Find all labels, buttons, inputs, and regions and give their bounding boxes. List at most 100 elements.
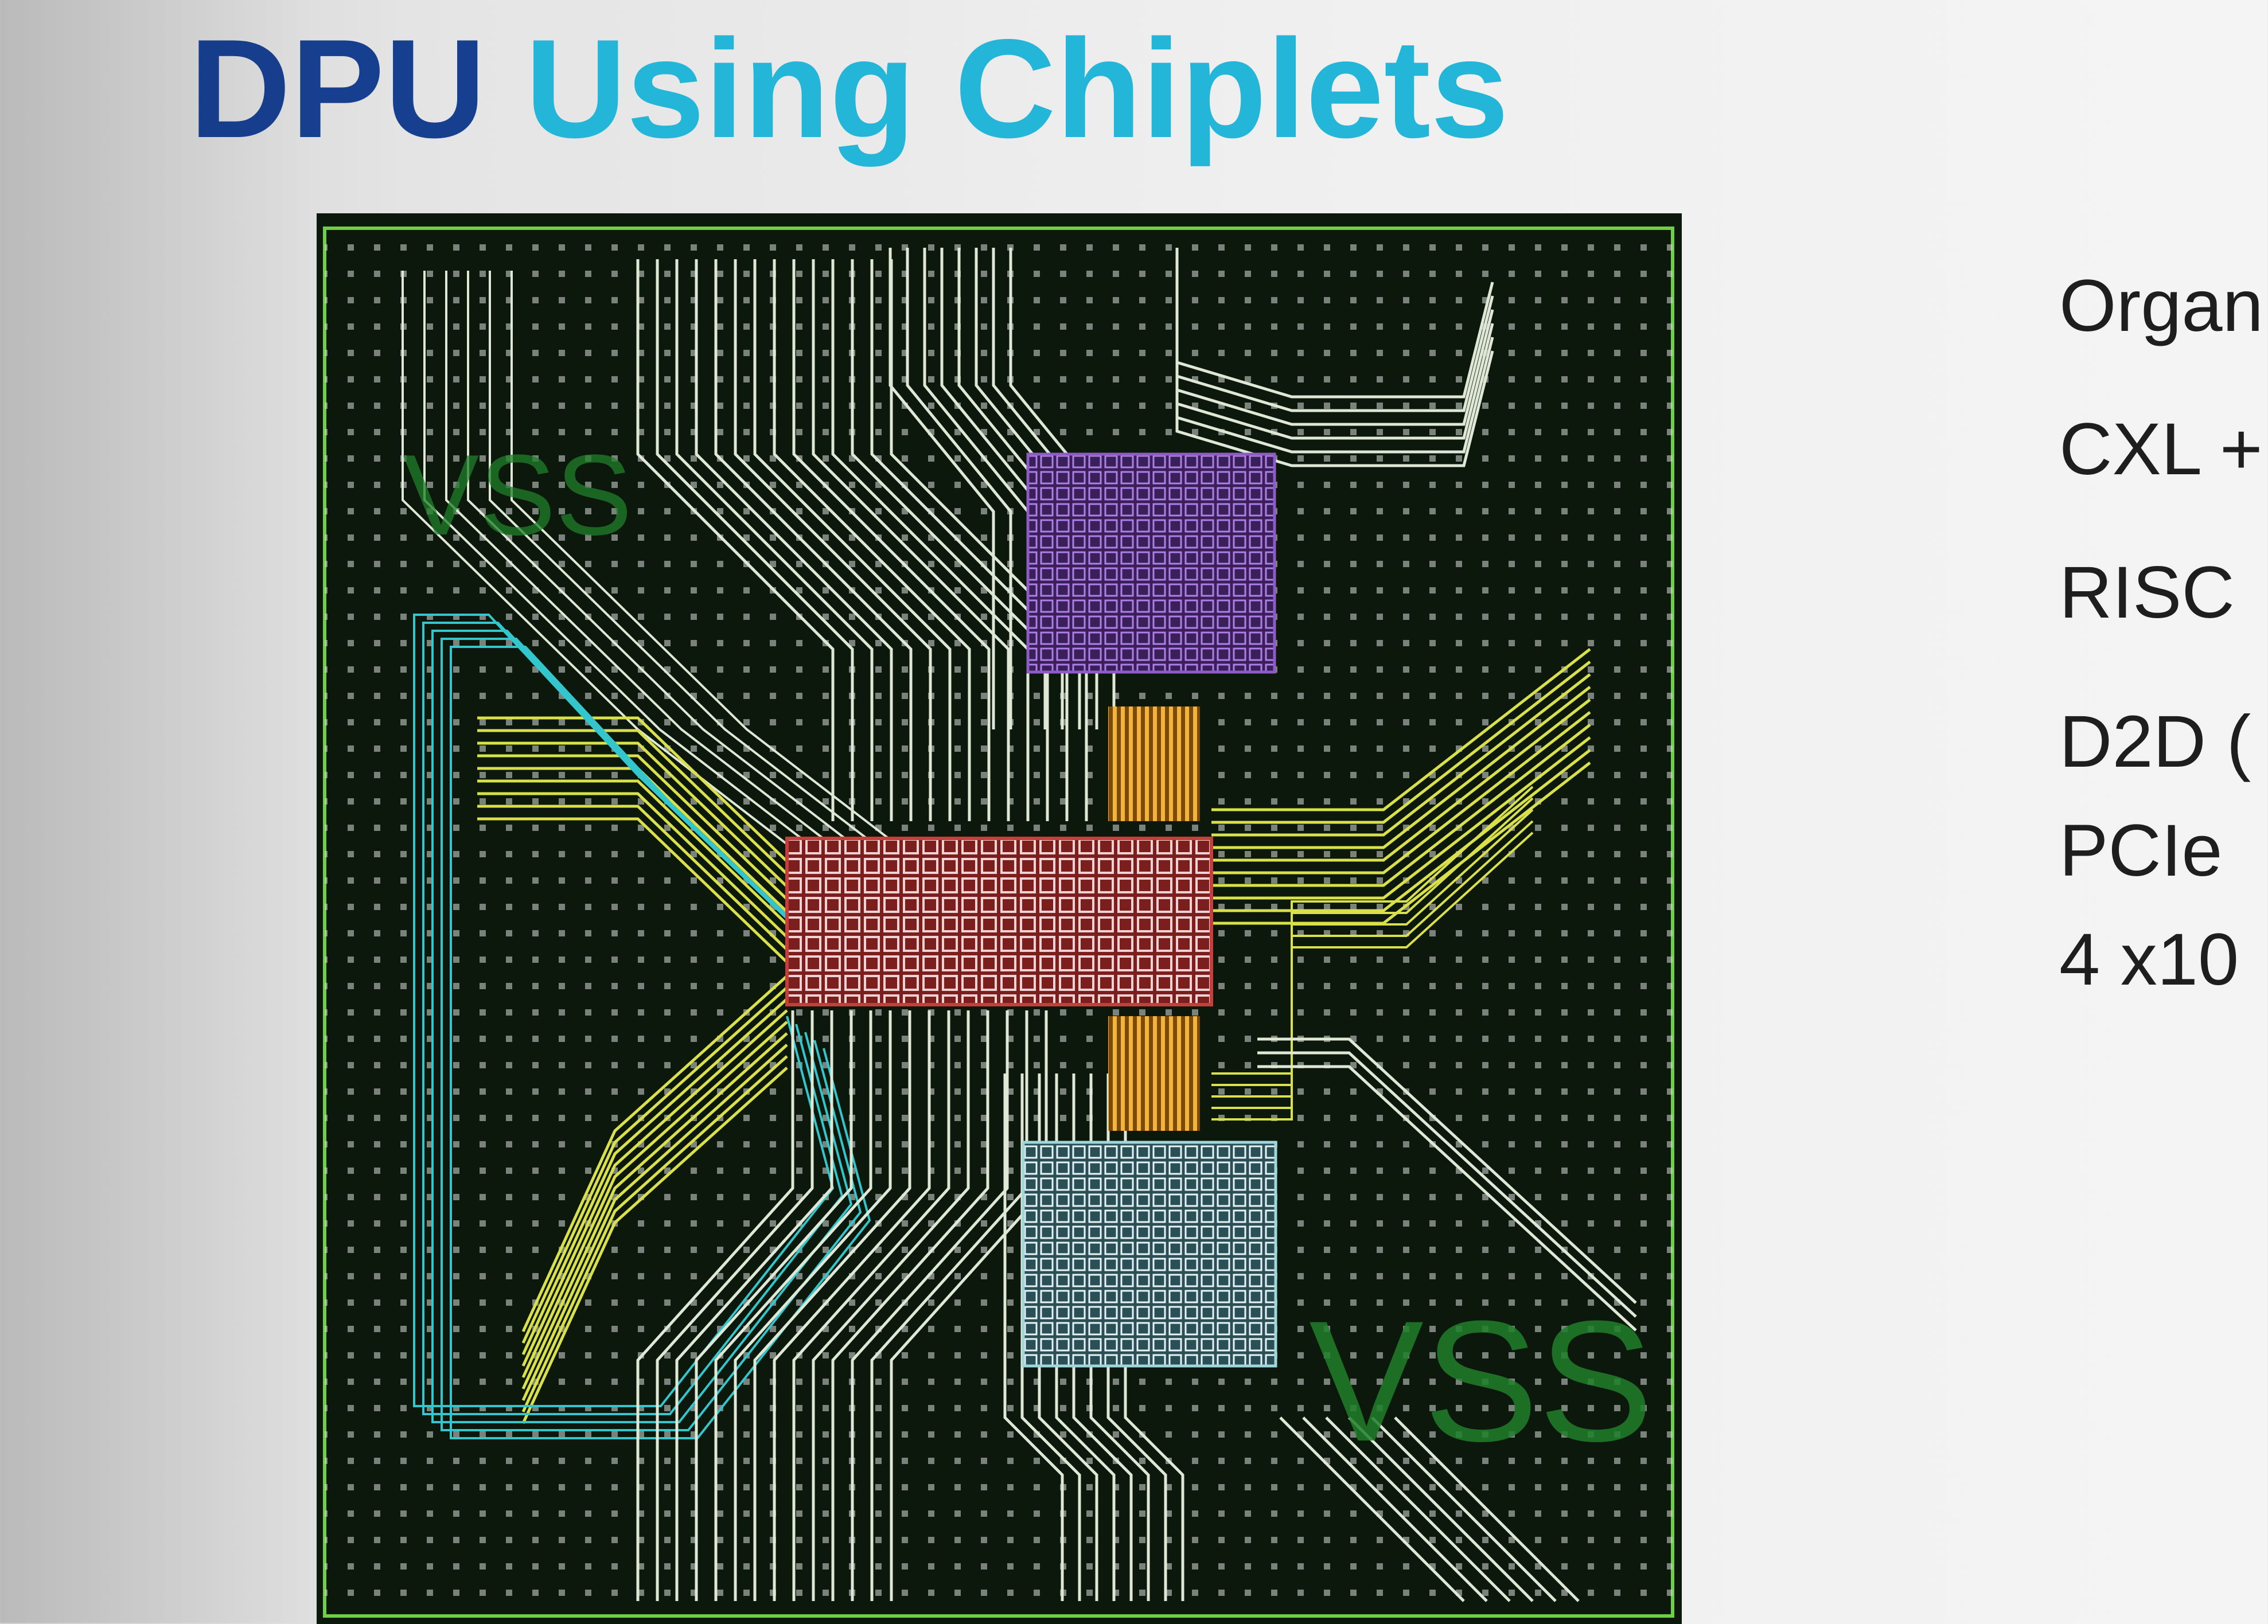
chiplet-center <box>785 837 1213 1006</box>
trace-line <box>1211 673 1591 837</box>
trace-line <box>477 805 788 951</box>
trace-line <box>477 754 788 900</box>
trace-line <box>511 271 897 845</box>
trace-line <box>753 1010 911 1601</box>
trace-line <box>1394 1416 1580 1602</box>
trace-line <box>636 1010 794 1601</box>
trace-line <box>521 1044 788 1402</box>
trace-line <box>521 1032 788 1390</box>
trace-line <box>831 1010 989 1601</box>
trace-line <box>1211 661 1591 824</box>
trace-line <box>489 271 875 845</box>
trace-line <box>1211 711 1591 875</box>
trace-line <box>477 716 788 862</box>
trace-line <box>467 271 854 845</box>
trace-line <box>1257 1051 1637 1318</box>
trace-line <box>1003 1073 1064 1601</box>
trace-line <box>521 1009 788 1367</box>
routing-traces <box>402 248 1637 1602</box>
trace-line <box>773 1010 931 1601</box>
trace-line <box>1257 1065 1637 1332</box>
trace-line <box>521 975 788 1333</box>
trace-line <box>402 271 788 845</box>
trace-line <box>521 1021 788 1379</box>
trace-line <box>1325 1416 1511 1602</box>
bullet-4: D2D ( <box>2059 701 2251 783</box>
chiplet-top <box>1026 452 1276 674</box>
trace-line <box>1348 1416 1534 1602</box>
bridge-die-top <box>1108 706 1200 821</box>
trace-line <box>1371 1416 1557 1602</box>
chiplet-bottom <box>1022 1141 1277 1368</box>
trace-line <box>906 248 1012 729</box>
trace-line <box>714 259 913 821</box>
trace-line <box>423 271 810 845</box>
trace-line <box>1211 809 1534 1098</box>
trace-line <box>477 779 788 926</box>
trace-line <box>851 259 1049 821</box>
trace-line <box>656 1010 814 1601</box>
trace-line <box>889 248 995 729</box>
trace-line <box>734 1010 892 1601</box>
trace-line <box>1279 1416 1465 1602</box>
trace-line <box>413 614 835 1407</box>
trace-line <box>521 1067 788 1424</box>
bullet-1: Organ <box>2059 265 2263 347</box>
trace-line <box>636 259 835 821</box>
vss-label-bottom: VSS <box>1309 1285 1653 1477</box>
trace-line <box>870 259 1069 821</box>
trace-line <box>656 259 854 821</box>
trace-line <box>1211 724 1591 887</box>
slide-title-dpu: DPU <box>189 10 486 167</box>
vss-label-top: VSS <box>403 431 632 559</box>
trace-line <box>441 638 862 1431</box>
trace-line <box>1211 786 1534 1075</box>
trace-line <box>831 259 1030 821</box>
package-layout-photo: VSS VSS <box>317 213 1682 1624</box>
trace-line <box>812 1010 970 1601</box>
trace-line <box>477 792 788 938</box>
trace-line <box>675 259 874 821</box>
slide-title-chiplets: Using Chiplets <box>525 10 1509 167</box>
trace-line <box>753 259 952 821</box>
trace-line <box>1211 797 1534 1086</box>
trace-line <box>695 1010 853 1601</box>
bullet-5: PCIe <box>2059 810 2223 892</box>
bullet-3: RISC <box>2059 552 2235 634</box>
trace-line <box>851 1010 1009 1601</box>
trace-line <box>1211 820 1534 1109</box>
trace-line <box>1175 317 1494 467</box>
trace-line <box>521 1055 788 1413</box>
trace-line <box>812 259 1010 821</box>
trace-line <box>521 986 788 1344</box>
trace-line <box>445 271 832 845</box>
trace-line <box>1257 1037 1637 1304</box>
trace-line <box>521 998 788 1356</box>
trace-line <box>792 259 991 821</box>
trace-line <box>792 1010 950 1601</box>
trace-line <box>1211 698 1591 862</box>
bridge-die-bottom <box>1108 1016 1200 1131</box>
trace-line <box>890 1010 1048 1601</box>
trace-line <box>714 1010 872 1601</box>
trace-line <box>1302 1416 1488 1602</box>
trace-line <box>870 1010 1028 1601</box>
trace-line <box>450 646 871 1439</box>
trace-line <box>675 1010 833 1601</box>
trace-line <box>1211 736 1591 900</box>
trace-line <box>1211 648 1591 811</box>
slide-title: DPU Using Chiplets <box>189 11 1509 166</box>
trace-line <box>695 259 893 821</box>
bullet-2: CXL + <box>2059 408 2263 490</box>
trace-line <box>773 259 971 821</box>
trace-line <box>477 817 788 963</box>
bullet-6: 4 x10 <box>2059 919 2239 1001</box>
trace-line <box>477 729 788 875</box>
trace-line <box>1211 749 1591 912</box>
trace-line <box>422 622 844 1415</box>
trace-line <box>734 259 932 821</box>
trace-line <box>1211 686 1591 849</box>
trace-line <box>1211 831 1534 1121</box>
package-layout-drawing: VSS VSS <box>317 213 1682 1624</box>
trace-line <box>477 741 788 888</box>
